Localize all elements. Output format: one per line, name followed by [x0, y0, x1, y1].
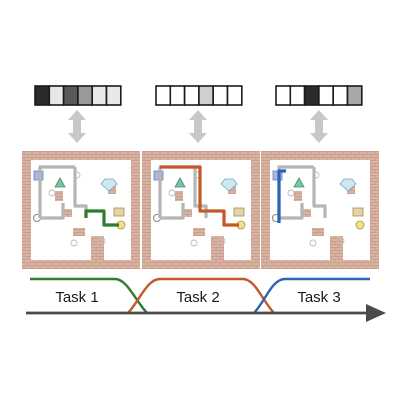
shared-path	[40, 203, 65, 220]
code-cell	[275, 85, 292, 106]
task-code-bar	[275, 85, 363, 106]
maze-floor	[151, 228, 193, 260]
shared-path	[38, 165, 75, 218]
shared-path	[279, 203, 304, 220]
task-path	[277, 169, 286, 223]
maze-wall-block	[303, 209, 311, 217]
maze-panel	[22, 151, 140, 269]
code-cell	[77, 85, 94, 106]
code-cell	[226, 85, 243, 106]
treasure-chest-icon	[233, 207, 245, 217]
task-1-activation-curve	[30, 277, 148, 314]
maze-wall-block	[64, 209, 72, 217]
bidirectional-arrow-icon	[310, 110, 328, 143]
task-code-bar	[155, 85, 243, 106]
treasure-chest-icon	[352, 207, 364, 217]
faded-item-icon	[218, 237, 226, 245]
green-triangle-icon	[293, 177, 305, 188]
code-cell	[62, 85, 79, 106]
code-cell	[212, 85, 229, 106]
maze-wall-block	[294, 191, 302, 201]
maze-floor	[270, 228, 312, 260]
code-cell	[346, 85, 363, 106]
task-label: Task 1	[55, 289, 98, 306]
maze-floor	[312, 236, 330, 260]
faded-item-icon	[337, 237, 345, 245]
code-cell	[169, 85, 186, 106]
code-cell	[48, 85, 65, 106]
treasure-chest-icon	[113, 207, 125, 217]
code-cell	[183, 85, 200, 106]
maze-floor	[224, 236, 251, 260]
code-cell	[318, 85, 334, 106]
code-cell	[332, 85, 349, 106]
maze-wall-block	[175, 191, 183, 201]
maze-floor	[31, 228, 73, 260]
task-label: Task 2	[176, 289, 219, 306]
diamond-icon	[220, 178, 238, 192]
bidirectional-arrow-icon	[189, 110, 207, 143]
code-cell	[34, 85, 51, 106]
time-arrowhead-icon	[366, 304, 386, 322]
maze-floor	[73, 236, 91, 260]
faded-item-icon	[287, 189, 295, 197]
faded-item-icon	[309, 239, 317, 247]
green-triangle-icon	[54, 177, 66, 188]
gold-coin-icon	[355, 220, 365, 230]
code-cell	[155, 85, 172, 106]
maze-wall-block	[55, 191, 63, 201]
maze-wall-block	[184, 209, 192, 217]
task-path	[160, 165, 239, 227]
maze-panel	[142, 151, 260, 269]
task-path	[84, 209, 119, 227]
faded-item-icon	[168, 189, 176, 197]
diamond-icon	[339, 178, 357, 192]
maze-wall-block	[347, 186, 355, 194]
code-cell	[198, 85, 214, 106]
maze-wall-block	[228, 186, 236, 194]
maze-floor	[343, 236, 370, 260]
maze-wall-block	[108, 186, 116, 194]
task-3-activation-curve	[253, 277, 370, 314]
bidirectional-arrow-icon	[68, 110, 86, 143]
task-code-bar	[34, 85, 122, 106]
green-triangle-icon	[174, 177, 186, 188]
code-cell	[91, 85, 108, 106]
shared-path	[312, 181, 327, 218]
code-cell	[105, 85, 122, 106]
faded-item-icon	[70, 239, 78, 247]
code-cell	[303, 85, 320, 106]
code-cell	[289, 85, 306, 106]
maze-floor	[193, 236, 211, 260]
maze-floor	[104, 236, 131, 260]
shared-path	[160, 203, 185, 220]
maze-panel	[261, 151, 379, 269]
faded-item-icon	[48, 189, 56, 197]
task-label: Task 3	[297, 289, 340, 306]
faded-item-icon	[190, 239, 198, 247]
diamond-icon	[100, 178, 118, 192]
faded-item-icon	[98, 237, 106, 245]
